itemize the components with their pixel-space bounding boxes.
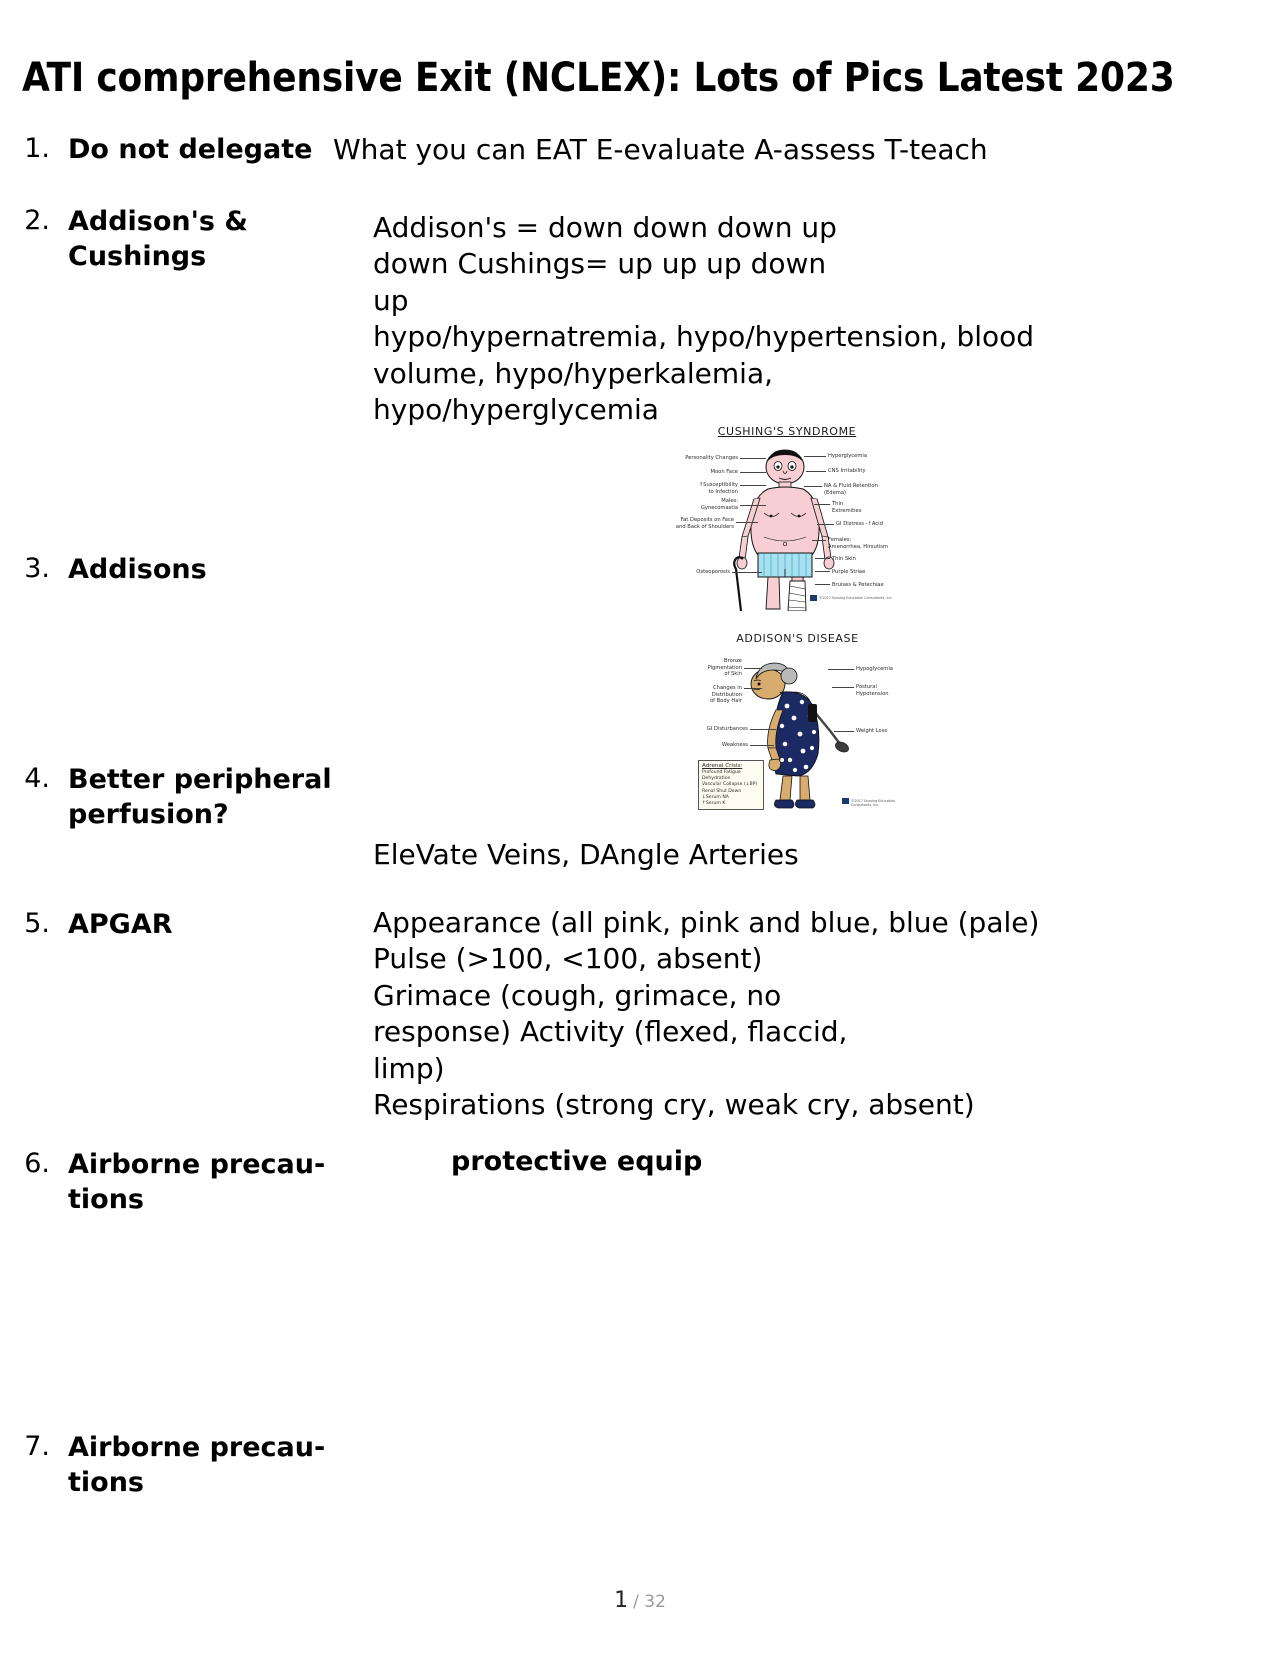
list-item: 5. APGAR xyxy=(0,907,1280,942)
page-footer: 1 / 32 xyxy=(0,1588,1280,1613)
figure-label-gi-distress: GI Distress -↑Acid xyxy=(836,521,883,527)
total-page-count: / 32 xyxy=(633,1592,666,1612)
figure-label-gi-disturbances: GI Disturbances xyxy=(706,726,748,732)
leader-line xyxy=(804,456,826,457)
list-item: 7. Airborne precau- tions xyxy=(0,1430,1280,1500)
cushings-figure-illustration xyxy=(733,449,835,611)
adrenal-crisis-item: Renal Shut Down xyxy=(702,788,742,794)
item-term: Better peripheral perfusion? xyxy=(68,764,332,831)
adrenal-crisis-box: Adrenal Crisis: Profound Fatigue Dehydra… xyxy=(698,760,764,811)
leader-line xyxy=(744,688,762,689)
adrenal-crisis-title: Adrenal Crisis: xyxy=(702,763,743,769)
figure-label-hyperglycemia: Hyperglycemia xyxy=(828,453,868,459)
leader-line xyxy=(817,524,834,525)
figure-label-osteoporosis: Osteoporosis xyxy=(696,569,730,575)
figure-label-susceptibility-infection: ↑Susceptibility to Infection xyxy=(698,482,738,495)
addisons-disease-diagram: ADDISON'S DISEASE xyxy=(690,632,905,812)
item-term: Airborne precau- tions xyxy=(68,1149,326,1216)
adrenal-crisis-item: Vascular Collapse (↓BP) xyxy=(702,782,758,788)
figure-label-body-hair-distribution: Changes in Distribution of Body Hair xyxy=(709,685,742,704)
figure-label-purple-striae: Purple Striae xyxy=(832,569,866,575)
item-term: Airborne precau- tions xyxy=(68,1432,326,1499)
list-item: 1. Do not delegate What you can EAT E-ev… xyxy=(0,132,1280,168)
figure-copyright: ©2017 Nursing Education Consultants, Inc… xyxy=(819,596,893,600)
figure-label-amenorrhea: Females: Amenorrhea, Hirsutism xyxy=(828,537,888,550)
leader-line xyxy=(815,584,830,585)
list-item: 4. Better peripheral perfusion? xyxy=(0,762,1280,832)
figure-copyright: ©2017 Nursing Education Consultants, Inc… xyxy=(851,799,896,807)
current-page-number: 1 xyxy=(614,1588,629,1613)
leader-line xyxy=(750,745,774,746)
figure-label-thin-skin: Thin Skin xyxy=(832,556,856,562)
figure-title: CUSHING'S SYNDROME xyxy=(717,425,857,438)
leader-line xyxy=(750,729,776,730)
adrenal-crisis-item: Dehydration xyxy=(702,776,731,782)
leader-line xyxy=(736,522,758,523)
figure-label-moon-face: Moon Face xyxy=(710,469,739,475)
leader-line xyxy=(828,669,854,670)
list-item: 2. Addison's & Cushings xyxy=(0,204,1280,274)
figure-label-fat-deposits: Fat Deposits on Face and Back of Shoulde… xyxy=(675,517,734,530)
adrenal-crisis-item: ↑Serum K xyxy=(702,800,726,806)
figure-label-cns-irritability: CNS Irritability xyxy=(828,468,866,474)
item-number: 3. xyxy=(24,553,50,584)
item-term: APGAR xyxy=(68,909,173,940)
figure-title: ADDISON'S DISEASE xyxy=(736,632,859,645)
leader-line xyxy=(814,504,830,505)
page-title: ATI comprehensive Exit (NCLEX): Lots of … xyxy=(22,54,1175,101)
leader-line xyxy=(812,540,826,541)
figure-label-fluid-retention: NA & Fluid Retention (Edema) xyxy=(824,483,878,496)
leader-line xyxy=(804,486,822,487)
leader-line xyxy=(806,471,826,472)
leader-line xyxy=(832,687,854,688)
adrenal-crisis-item: Profound Fatigue xyxy=(702,770,741,775)
leader-line xyxy=(740,472,766,473)
leader-line xyxy=(815,558,830,559)
item-number: 5. xyxy=(24,908,50,939)
cushings-syndrome-diagram: CUSHING'S SYNDROME xyxy=(672,425,902,611)
list-item: 6. Airborne precau- tions xyxy=(0,1147,1280,1217)
addisons-figure-illustration xyxy=(750,662,849,809)
item-term: Addison's & Cushings xyxy=(68,206,248,273)
figure-label-bronze-pigmentation: Bronze Pigmentation of Skin xyxy=(707,658,742,677)
figure-label-weakness: Weakness xyxy=(721,742,748,748)
item-definition: Appearance (all pink, pink and blue, blu… xyxy=(373,906,1040,1121)
item-definition: Addison's = down down down up down Cushi… xyxy=(373,211,1035,426)
item-number: 6. xyxy=(24,1148,50,1179)
leader-line xyxy=(834,731,854,732)
item-number: 4. xyxy=(24,763,50,794)
list-item: 3. Addisons xyxy=(0,552,1280,587)
figure-label-postural-hypotension: Postural Hypotension xyxy=(856,684,889,697)
publisher-logo-icon xyxy=(842,798,849,804)
leader-line xyxy=(744,668,762,669)
item-term: Do not delegate xyxy=(68,134,313,165)
figure-label-bruises-petechiae: Bruises & Petechiae xyxy=(832,582,884,588)
item-definition: What you can EAT E-evaluate A-assess T-t… xyxy=(333,133,988,166)
figure-label-hypoglycemia: Hypoglycemia xyxy=(856,666,893,672)
leader-line xyxy=(740,485,766,486)
item-term: Addisons xyxy=(68,554,207,585)
item-definition: protective equip xyxy=(451,1146,703,1177)
item-number: 1. xyxy=(24,133,50,164)
publisher-logo-icon xyxy=(810,595,817,601)
item-number: 2. xyxy=(24,205,50,236)
leader-line xyxy=(732,572,762,573)
leader-line xyxy=(815,571,830,572)
figure-label-personality-changes: Personality Changes xyxy=(685,455,738,461)
leader-line xyxy=(740,458,766,459)
leader-line xyxy=(740,505,766,506)
item-definition: EleVate Veins, DAngle Arteries xyxy=(373,838,799,871)
figure-label-weight-loss: Weight Loss xyxy=(856,728,888,734)
adrenal-crisis-item: ↓Serum NA xyxy=(702,794,729,800)
item-number: 7. xyxy=(24,1431,50,1462)
figure-label-thin-extremities: Thin Extremities xyxy=(832,501,862,514)
figure-label-gynecomastia: Males: Gynecomastia xyxy=(700,498,738,511)
